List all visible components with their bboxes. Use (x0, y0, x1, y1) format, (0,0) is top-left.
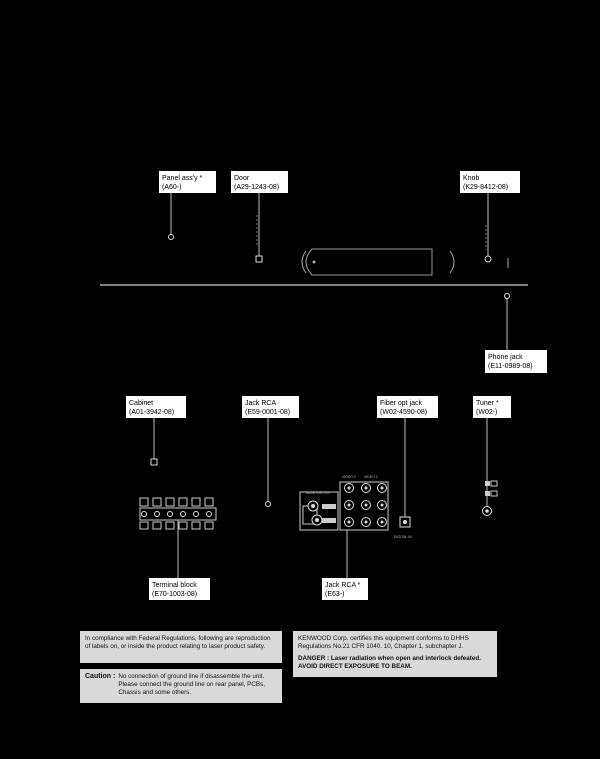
tuner-code: (W02-) (476, 409, 498, 416)
display-window (305, 248, 433, 276)
phone-jack-name: Phone jack (488, 354, 523, 361)
tuner-name: Tuner * (476, 400, 499, 407)
label-video2: VIDEO 2 (342, 475, 356, 479)
fiber-opt-jack-code: (W02-4590-08) (380, 409, 428, 416)
callout-fiber-opt-jack: Fiber opt jack (W02-4590-08) (377, 396, 438, 418)
terminal-body (139, 507, 217, 521)
danger-warning: DANGER : Laser radiation when open and i… (298, 655, 481, 670)
caution-label: Caution : (85, 673, 116, 680)
cabinet-name: Cabinet (129, 400, 154, 407)
door-code: (A29-1243-08) (234, 184, 280, 191)
tuner-connectors (482, 480, 498, 516)
phone-jack-code: (E11-0989-08) (488, 363, 533, 370)
terminal-block-code: (E70-1003-08) (152, 591, 198, 598)
label-digital-in: DIGITAL IN (394, 535, 412, 539)
point-jackrca (265, 501, 271, 507)
panel-assy-name: Panel ass'y * (162, 175, 203, 182)
jack-rca-code: (E59-0001-08) (245, 409, 291, 416)
knob-name: Knob (463, 175, 480, 182)
callout-panel-assy: Panel ass'y * (A60-) (159, 171, 216, 193)
display-bezel-left (301, 250, 307, 274)
cabinet-code: (A01-3942-08) (129, 409, 175, 416)
point-phone (504, 293, 510, 299)
jack-rca-2-name: Jack RCA * (325, 582, 361, 589)
terminal-block-name: Terminal block (152, 582, 197, 589)
callout-tuner: Tuner * (W02-) (473, 396, 511, 418)
fiber-opt-jack-name: Fiber opt jack (380, 400, 423, 407)
rear-jack-panel: VIDEO 2 VIDEO 1 MONITOR OUT DIGITAL IN (299, 475, 412, 539)
knob-code: (K29-8412-08) (463, 184, 509, 191)
jack-rca-2-code: (E63-) (325, 591, 345, 598)
kenwood-certification-note: KENWOOD Corp. certifies this equipment c… (293, 631, 497, 677)
label-monitor-out: MONITOR OUT (306, 491, 332, 495)
callout-jack-rca-2: Jack RCA * (E63-) (322, 578, 368, 600)
panel-assy-code: (A60-) (162, 184, 182, 191)
callout-terminal-block: Terminal block (E70-1003-08) (149, 578, 210, 600)
jack-rca-name: Jack RCA (245, 400, 277, 407)
caution-text: No connection of ground line if disassem… (118, 673, 265, 696)
display-indicator (312, 260, 316, 264)
point-knob (484, 255, 492, 263)
display-bezel-right (449, 250, 455, 274)
door-name: Door (234, 175, 250, 182)
label-video1: VIDEO 1 (364, 475, 378, 479)
point-cabinet (150, 458, 158, 466)
caution-note: Caution : No connection of ground line i… (80, 669, 282, 703)
callout-phone-jack: Phone jack (E11-0989-08) (485, 350, 547, 373)
terminal-block (139, 497, 217, 530)
federal-regulations-note: In compliance with Federal Regulations, … (80, 631, 282, 663)
point-door (255, 255, 263, 263)
callout-cabinet: Cabinet (A01-3942-08) (126, 396, 186, 418)
point-panel (168, 234, 174, 240)
callout-jack-rca: Jack RCA (E59-0001-08) (242, 396, 299, 418)
callout-knob: Knob (K29-8412-08) (460, 171, 520, 193)
callout-door: Door (A29-1243-08) (231, 171, 288, 193)
kenwood-certification-text: KENWOOD Corp. certifies this equipment c… (298, 635, 469, 650)
